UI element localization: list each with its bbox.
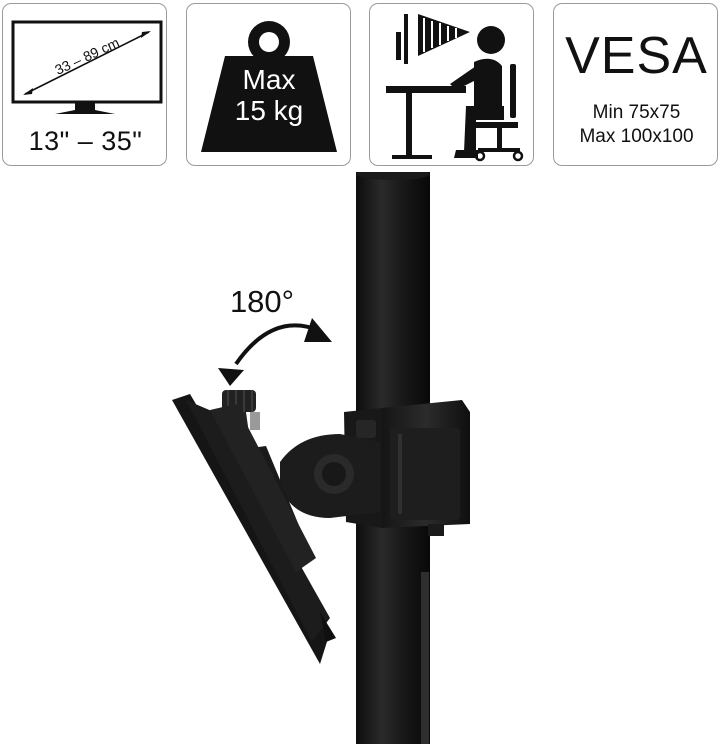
max-load-line2: 15 kg [234,95,304,126]
rotation-angle-label: 180° [229,284,295,319]
max-load-line1: Max [242,64,296,95]
vesa-max-label: Max 100x100 [579,126,694,147]
monitor-mount-illustration [172,172,470,744]
product-photo: 180° [0,172,720,744]
diagonal-inch-label: 13" – 35" [28,126,143,156]
vesa-plate [172,394,336,664]
max-load-card: Max 15 kg [186,3,351,166]
vesa-title: VESA [565,27,708,85]
ergonomics-card [369,3,534,166]
screen-size-card: 33 – 89 cm 13" – 35" [2,3,167,166]
feature-icons-row: 33 – 89 cm 13" – 35" Max 15 kg [0,0,720,172]
monitor-icon [11,20,163,114]
weight-icon [201,21,337,152]
swivel-arm [280,434,380,518]
max-load-text: Max 15 kg [213,64,325,126]
vesa-min-label: Min 75x75 [592,102,681,123]
rotate-arrow-icon [218,318,332,386]
vesa-card: VESA Min 75x75 Max 100x100 [553,3,718,166]
seated-person-desk-icon [386,14,524,162]
